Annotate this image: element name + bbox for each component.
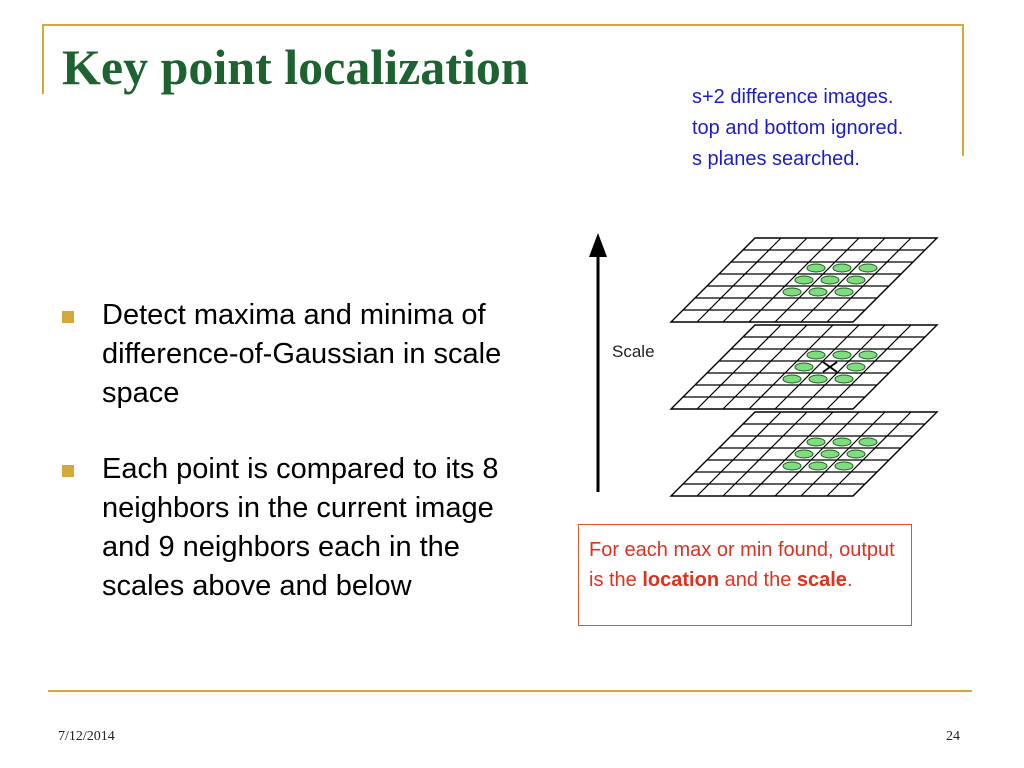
neighbor-marker [846,449,866,459]
neighbor-marker [806,437,826,447]
bullet-item: Detect maxima and minima of difference-o… [62,296,512,413]
grid-line [800,411,886,497]
callout-text-after: . [846,569,853,591]
page-number: 24 [946,729,960,744]
bullet-square-icon [62,311,74,323]
grid-line [800,324,886,410]
grid-line [774,324,860,410]
grid-line [774,411,860,497]
neighbor-marker [834,461,854,471]
bullet-text: Each point is compared to its 8 neighbor… [102,453,499,602]
output-callout: For each max or min found, output is the… [578,524,912,626]
scale-plane [669,324,939,410]
note-line-2: top and bottom ignored. [692,117,904,139]
grid-line [696,237,782,323]
grid-line [826,237,912,323]
frame-top-rule [42,24,964,26]
neighbor-marker [808,461,828,471]
neighbor-marker [858,350,878,360]
neighbor-marker [808,374,828,384]
grid-line [696,324,782,410]
neighbor-marker [794,362,814,372]
bullet-text: Detect maxima and minima of difference-o… [102,299,502,409]
neighbor-marker [782,287,802,297]
grid-line [800,237,886,323]
neighbor-marker [782,374,802,384]
note-line-3: s planes searched. [692,148,860,170]
grid-line [748,237,834,323]
grid-line [748,411,834,497]
grid-line [722,324,808,410]
neighbor-marker [832,437,852,447]
frame-right-rule [962,24,964,156]
callout-location: location [642,569,720,591]
neighbor-marker [806,263,826,273]
grid-line [748,324,834,410]
neighbor-marker [858,437,878,447]
scale-axis-label: Scale [612,342,655,361]
scale-space-diagram: Scale [589,233,939,497]
callout-text-before: For each max or min found, output is the [589,539,895,591]
grid-line [826,411,912,497]
scale-planes [669,237,939,497]
scale-plane [669,237,939,323]
scale-notes: s+2 difference images. top and bottom ig… [692,82,903,175]
neighbor-marker [832,350,852,360]
bullet-list: Detect maxima and minima of difference-o… [62,296,512,643]
sample-point-marker [822,361,838,373]
neighbor-marker [794,275,814,285]
neighbor-marker [834,374,854,384]
grid-line [774,237,860,323]
note-line-1: s+2 difference images. [692,86,894,108]
scale-arrow [589,233,607,492]
neighbor-marker [834,287,854,297]
slide-title: Key point localization [62,39,529,95]
callout-text-middle: and the [719,569,797,591]
grid-line [722,237,808,323]
footer-rule [48,690,972,692]
neighbor-marker [820,449,840,459]
scale-plane [669,411,939,497]
grid-line [696,411,782,497]
neighbor-marker [832,263,852,273]
neighbor-marker [808,287,828,297]
bullet-item: Each point is compared to its 8 neighbor… [62,450,512,606]
neighbor-marker [806,350,826,360]
neighbor-marker [858,263,878,273]
neighbor-marker [782,461,802,471]
neighbor-marker [820,275,840,285]
bullet-square-icon [62,465,74,477]
frame-left-rule [42,24,44,94]
neighbor-marker [846,275,866,285]
neighbor-marker [846,362,866,372]
footer-date: 7/12/2014 [58,729,115,744]
callout-scale: scale [796,569,847,591]
grid-line [722,411,808,497]
neighbor-marker [794,449,814,459]
grid-line [826,324,912,410]
